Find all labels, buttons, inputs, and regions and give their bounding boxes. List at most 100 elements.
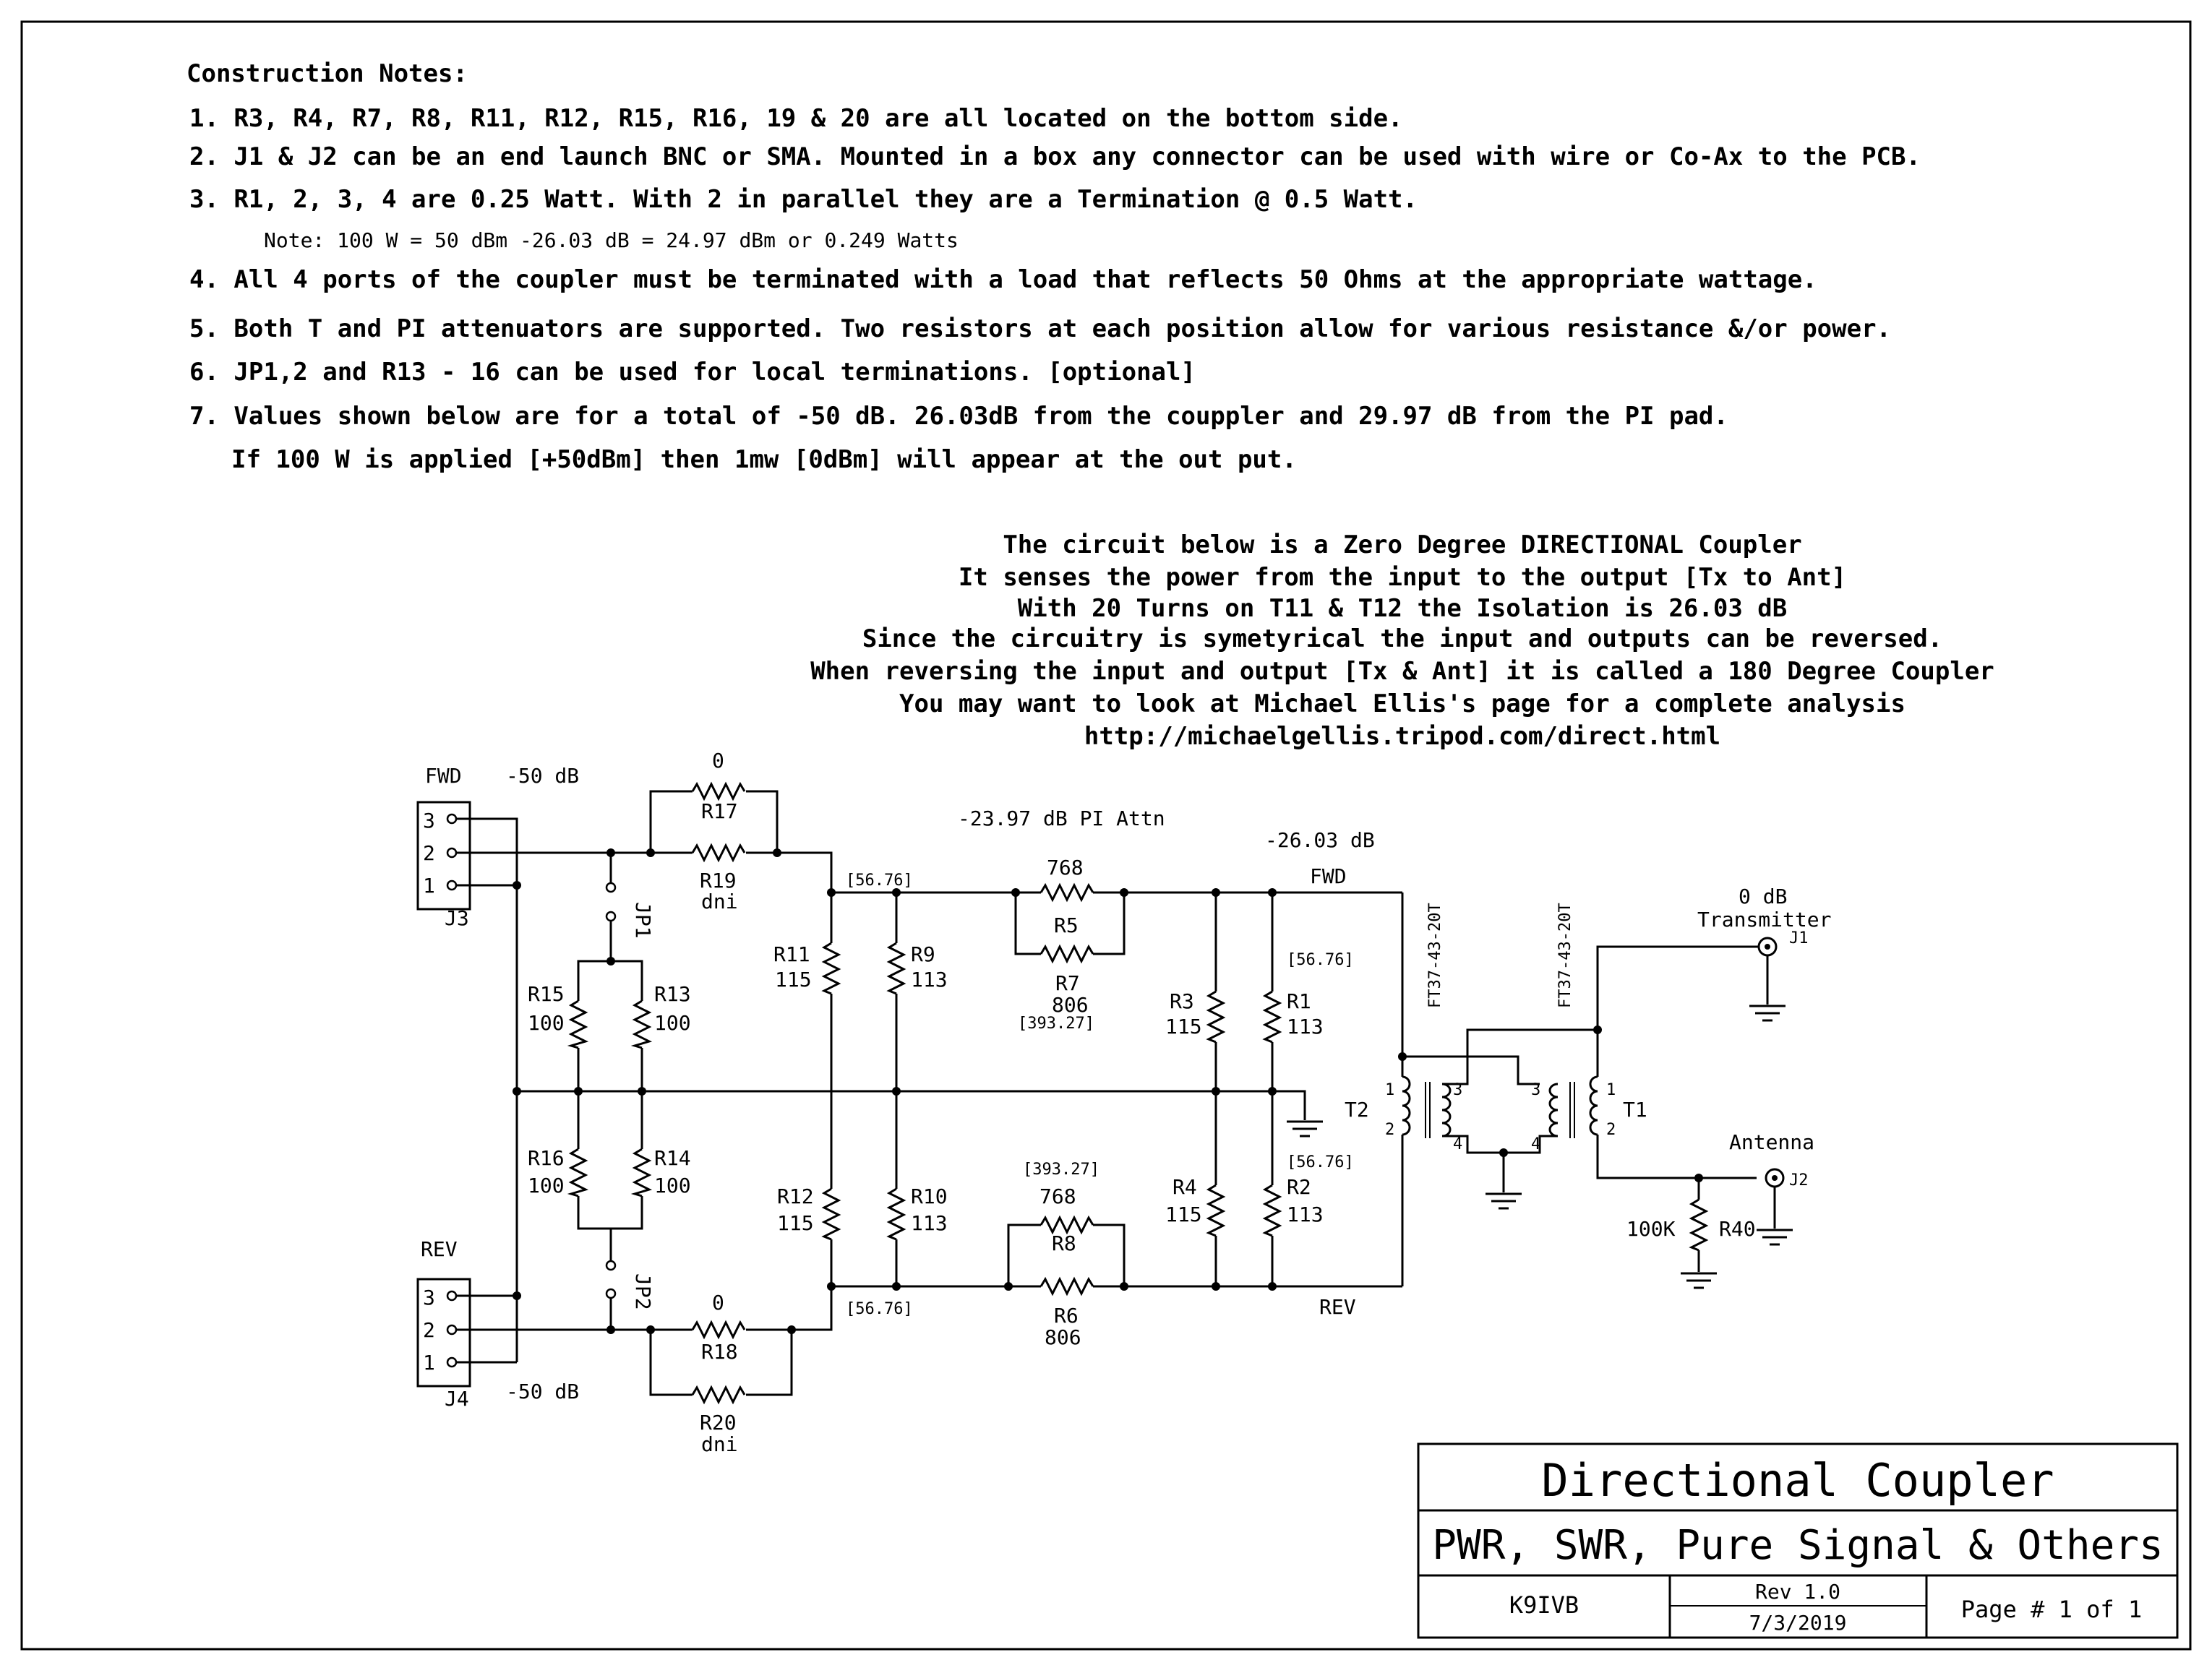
j4-pin2	[446, 1324, 458, 1336]
j4-connector-body	[416, 1278, 471, 1388]
t1-primary	[1589, 1075, 1598, 1136]
r13-label: R13	[654, 982, 691, 1006]
coupler-level: -26.03 dB	[1265, 828, 1375, 852]
t1-pin3: 3	[1531, 1081, 1540, 1099]
j3-pin3-label: 3	[423, 809, 435, 833]
r12-symbol	[821, 1187, 841, 1241]
r20-label: R20	[700, 1411, 737, 1435]
j4-label: J4	[445, 1387, 469, 1411]
r2-symbol	[1262, 1184, 1282, 1237]
r3-label: R3	[1170, 989, 1194, 1013]
r4-label: R4	[1173, 1175, 1197, 1199]
t2-pin4: 4	[1453, 1135, 1462, 1153]
r10-symbol	[886, 1187, 906, 1241]
r14-value: 100	[654, 1174, 691, 1197]
title-block-rev: Rev 1.0	[1755, 1580, 1840, 1604]
title-block-title: Directional Coupler	[1541, 1454, 2054, 1507]
j3-pin2	[446, 847, 458, 859]
fwd-label: FWD	[425, 764, 462, 788]
ground-symbol-main	[1287, 1120, 1323, 1137]
r13-symbol	[630, 999, 653, 1049]
desc-line-4: Since the circuitry is symetyrical the i…	[862, 624, 1942, 653]
note-1: 1. R3, R4, R7, R8, R11, R12, R15, R16, 1…	[189, 104, 1403, 133]
t2-pin2: 2	[1385, 1121, 1394, 1139]
title-block-subtitle: PWR, SWR, Pure Signal & Others	[1432, 1522, 2163, 1569]
t2-core-label: FT37-43-20T	[1426, 903, 1444, 1008]
r9-symbol	[886, 942, 906, 995]
r17-label: R17	[701, 799, 738, 823]
r16-value: 100	[528, 1174, 565, 1197]
j3-connector-body	[416, 801, 471, 911]
r40-label: R40	[1719, 1217, 1756, 1241]
r4-symbol	[1206, 1184, 1226, 1237]
title-block: Directional Coupler PWR, SWR, Pure Signa…	[1417, 1442, 2179, 1639]
r12-value: 115	[777, 1211, 814, 1235]
r3-symbol	[1206, 990, 1226, 1044]
r20-value: dni	[701, 1432, 738, 1456]
r16-symbol	[567, 1148, 589, 1197]
t2-pin3: 3	[1453, 1081, 1462, 1099]
rev-out-label: REV	[1319, 1295, 1356, 1319]
j2-label: J2	[1789, 1171, 1809, 1190]
desc-line-1: The circuit below is a Zero Degree DIREC…	[1003, 530, 1801, 559]
r18-value: 0	[712, 1291, 724, 1315]
r6-value: 806	[1045, 1325, 1081, 1349]
r1-symbol	[1262, 990, 1282, 1044]
fwd-out-label: FWD	[1310, 864, 1347, 888]
jp1-label: JP1	[631, 902, 655, 939]
schematic-labels: FWD -50 dB 3 2 1 J3 REV 3 2 1 J4 -50 dB …	[421, 749, 1831, 1456]
j3-pin2-label: 2	[423, 841, 435, 865]
r17-value: 0	[712, 749, 724, 773]
desc-line-6: You may want to look at Michael Ellis's …	[899, 689, 1906, 718]
j4-pin3-label: 3	[423, 1286, 435, 1309]
node-label-top-mid: [393.27]	[1018, 1015, 1094, 1033]
r6-label: R6	[1054, 1304, 1079, 1328]
antenna-label: Antenna	[1729, 1130, 1814, 1154]
r5-upper-symbol	[1039, 882, 1094, 903]
sheet-border	[20, 20, 2192, 1651]
r7-value: 806	[1052, 993, 1089, 1017]
pi-attn-label: -23.97 dB PI Attn	[958, 807, 1165, 830]
j4-pin1-label: 1	[423, 1351, 435, 1375]
schematic-wires	[416, 790, 1767, 1396]
t2-label: T2	[1345, 1098, 1369, 1122]
title-block-date: 7/3/2019	[1749, 1611, 1847, 1635]
note-5: 5. Both T and PI attenuators are support…	[189, 314, 1891, 343]
rev-label: REV	[421, 1237, 458, 1261]
t1-pin1: 1	[1606, 1081, 1616, 1099]
r18-label: R18	[701, 1340, 738, 1364]
t1-core-label: FT37-43-20T	[1556, 903, 1574, 1008]
r10-value: 113	[911, 1211, 948, 1235]
node-label-top-left: [56.76]	[846, 872, 913, 890]
t2-primary	[1402, 1075, 1411, 1136]
desc-line-5: When reversing the input and output [Tx …	[810, 657, 1994, 686]
notes-heading: Construction Notes:	[187, 59, 468, 88]
t1-pin2: 2	[1606, 1121, 1616, 1139]
note-4: 4. All 4 ports of the coupler must be te…	[189, 265, 1817, 294]
title-block-author: K9IVB	[1509, 1591, 1579, 1619]
r19-label: R19	[700, 869, 737, 893]
r11-label: R11	[773, 942, 810, 966]
r7-symbol	[1039, 944, 1094, 964]
desc-line-3: With 20 Turns on T11 & T12 the Isolation…	[1018, 594, 1787, 623]
j4-pin3	[446, 1290, 458, 1302]
j3-pin3	[446, 813, 458, 825]
r1-value: 113	[1287, 1015, 1324, 1038]
r16-label: R16	[528, 1146, 565, 1170]
t1-secondary	[1548, 1083, 1559, 1137]
r3-value: 115	[1165, 1015, 1202, 1038]
r8-label: R8	[1052, 1231, 1076, 1255]
resistors	[567, 781, 1709, 1405]
note-3-sub: Note: 100 W = 50 dBm -26.03 dB = 24.97 d…	[264, 228, 959, 252]
j3-pin1-label: 1	[423, 874, 435, 898]
r12-label: R12	[777, 1184, 814, 1208]
note-7-sub: If 100 W is applied [+50dBm] then 1mw [0…	[231, 445, 1297, 474]
j1-label: J1	[1789, 929, 1809, 947]
j3-pin1	[446, 879, 458, 891]
r40-symbol	[1689, 1198, 1709, 1252]
t2-secondary	[1441, 1083, 1452, 1137]
rev-level: -50 dB	[506, 1380, 579, 1403]
r8-value: 768	[1039, 1184, 1076, 1208]
